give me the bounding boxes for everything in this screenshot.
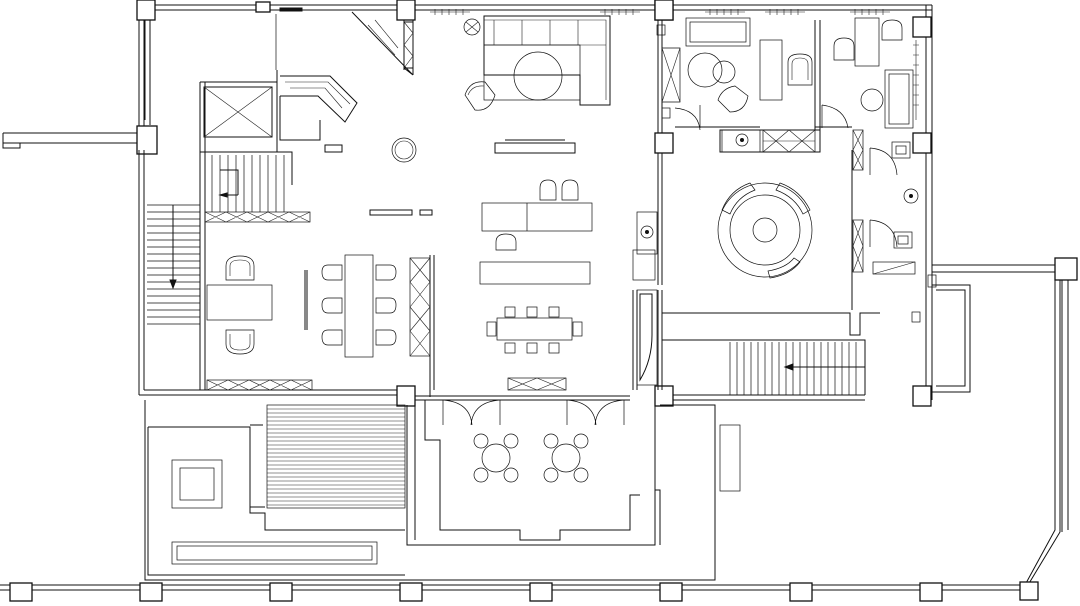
stair-left bbox=[147, 204, 200, 325]
stair-right bbox=[729, 342, 865, 395]
stair-upper-left bbox=[204, 155, 311, 223]
pantry bbox=[507, 289, 658, 391]
kitchen-table bbox=[486, 306, 583, 354]
lounge-top-right bbox=[656, 17, 813, 131]
outdoor-dining bbox=[406, 395, 741, 546]
master-bedroom bbox=[821, 17, 914, 129]
columns bbox=[136, 0, 1078, 407]
study-left bbox=[206, 255, 313, 391]
balcony bbox=[144, 20, 151, 125]
round-lounge bbox=[632, 182, 813, 281]
boundary-fence bbox=[0, 264, 1069, 602]
kitchen bbox=[369, 179, 593, 285]
living-room bbox=[464, 15, 611, 154]
wall-markers bbox=[279, 7, 919, 120]
entry-hall bbox=[275, 11, 481, 163]
dining-room bbox=[321, 254, 431, 358]
garden-terrace bbox=[144, 400, 716, 581]
bedroom-suite bbox=[721, 129, 921, 323]
exterior-walls bbox=[2, 4, 933, 401]
